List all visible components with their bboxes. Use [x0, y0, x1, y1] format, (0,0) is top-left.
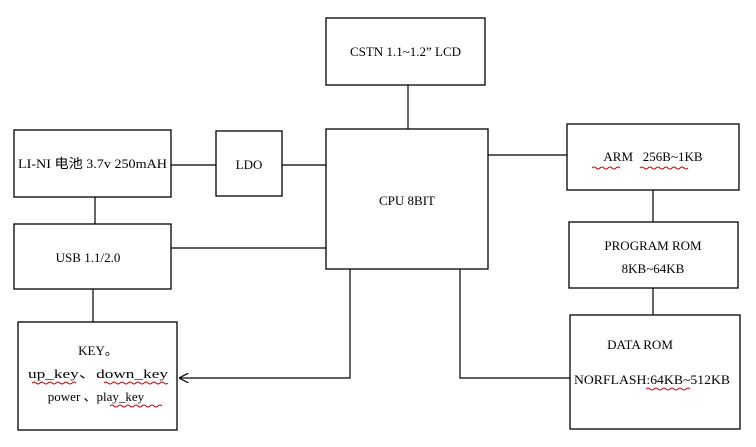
connections [92, 85, 654, 379]
arm-block: ARM 256B~1KB [566, 123, 740, 191]
cpu-label: CPU 8BIT [379, 193, 435, 208]
ldo-block: LDO [215, 130, 283, 197]
wire-cpu-key [180, 269, 351, 378]
spellcheck-underline [591, 166, 621, 170]
usb-label: USB 1.1/2.0 [56, 250, 121, 265]
arm-label: ARM 256B~1KB [603, 149, 702, 164]
program-rom-label: PROGRAM ROM [604, 238, 702, 253]
ldo-label: LDO [236, 157, 263, 172]
program-rom-block: PROGRAM ROM 8KB~64KB [568, 221, 739, 289]
spellcheck-underline [103, 381, 169, 385]
battery-label: LI-NI 电池 3.7v 250mAH [18, 156, 167, 171]
key-line-power-play: power 、play_key [48, 389, 145, 404]
key-block: KEY。 up_key、down_key power 、play_key [17, 321, 178, 431]
program-rom-size: 8KB~64KB [622, 261, 685, 276]
battery-block: LI-NI 电池 3.7v 250mAH [13, 129, 172, 198]
key-line-updown: up_key、down_key [28, 366, 169, 381]
data-rom-label: DATA ROM [607, 337, 673, 352]
wire-cpu-datarom [459, 269, 570, 379]
lcd-block: CSTN 1.1~1.2” LCD [325, 17, 486, 86]
data-rom-size: NORFLASH:64KB~512KB [574, 372, 730, 387]
spellcheck-underline [109, 404, 163, 408]
spellcheck-underline [645, 387, 691, 391]
spellcheck-underline [31, 381, 77, 385]
lcd-label: CSTN 1.1~1.2” LCD [350, 44, 461, 59]
usb-block: USB 1.1/2.0 [13, 223, 172, 290]
data-rom-block: DATA ROM NORFLASH:64KB~512KB [569, 314, 741, 430]
key-title: KEY。 [78, 343, 118, 358]
spellcheck-underline [639, 166, 689, 170]
cpu-block: CPU 8BIT [325, 128, 489, 270]
